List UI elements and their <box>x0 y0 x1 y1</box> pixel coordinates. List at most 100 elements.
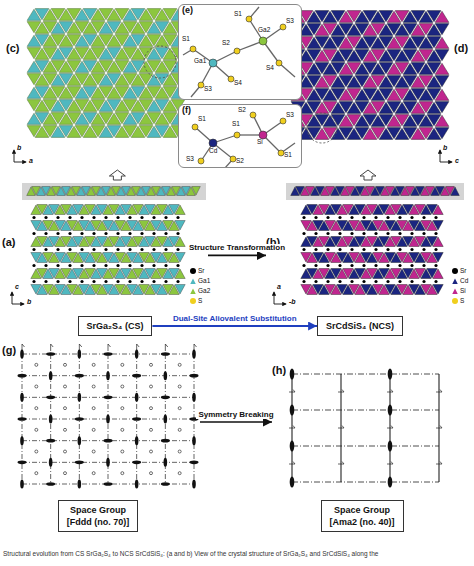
sr-atom <box>386 248 389 251</box>
sr-atom <box>116 232 119 235</box>
hollow-arrow <box>109 170 125 180</box>
space-group-box: Space Group[Ama2 (no. 40)] <box>321 500 404 532</box>
inversion-center <box>178 407 181 410</box>
atom <box>198 158 204 164</box>
twofold-axis <box>104 482 113 486</box>
tetrahedron <box>435 102 449 113</box>
sr-atom <box>176 264 179 267</box>
tetrahedron <box>435 24 449 35</box>
crystal-structure <box>12 205 185 305</box>
tetrahedron <box>433 237 443 247</box>
space-group-name: [Ama2 (no. 40)] <box>330 516 395 528</box>
panel-label: (h) <box>272 364 286 376</box>
tetrahedron <box>433 221 443 231</box>
sr-atom <box>302 248 305 251</box>
sr-atom <box>338 232 341 235</box>
symmetry-panel: Space Group[Fddd (no. 70)] (g) <box>2 342 200 542</box>
sr-atom <box>80 248 83 251</box>
inversion-center <box>178 385 181 388</box>
sr-atom <box>104 264 107 267</box>
tetrahedron <box>435 11 449 22</box>
glide-plane <box>292 482 439 483</box>
glide-plane <box>292 446 439 447</box>
sr-atom <box>92 280 95 283</box>
sr-atom <box>68 248 71 251</box>
sr-atom <box>326 280 329 283</box>
sr-atom <box>410 280 413 283</box>
strip-band <box>22 183 206 200</box>
sr-atom <box>374 232 377 235</box>
twofold-axis <box>192 393 196 402</box>
sr-atom <box>398 280 401 283</box>
twofold-axis <box>290 405 295 416</box>
screw-axis-mark <box>289 390 295 393</box>
twofold-axis <box>290 441 295 452</box>
axis-label: a <box>277 283 281 290</box>
twofold-axis <box>18 461 27 465</box>
twofold-axis <box>164 371 168 380</box>
sr-atom <box>68 280 71 283</box>
twofold-axis <box>135 350 139 359</box>
screw-axis-mark <box>436 462 442 465</box>
inversion-center <box>121 363 124 366</box>
legend-swatch <box>452 268 458 274</box>
sr-atom <box>314 264 317 267</box>
sr-atom <box>128 264 131 267</box>
sr-atom <box>422 232 425 235</box>
strip-band <box>286 183 464 200</box>
sr-atom <box>374 264 377 267</box>
twofold-axis <box>78 480 82 489</box>
tetrahedron <box>435 89 449 100</box>
atom-label: S3 <box>186 156 194 163</box>
twofold-axis <box>192 350 196 359</box>
projection-strip <box>22 183 206 200</box>
twofold-axis <box>135 393 139 402</box>
sr-atom <box>362 264 365 267</box>
space-group-box: Space Group[Fddd (no. 70)] <box>58 500 139 532</box>
atom-label: S1 <box>284 152 292 159</box>
sr-atom <box>140 248 143 251</box>
legend-entry: Ga1 <box>190 278 210 285</box>
inversion-center <box>121 472 124 475</box>
sr-atom <box>326 248 329 251</box>
inversion-center <box>64 472 67 475</box>
panel-label: (f) <box>182 106 191 116</box>
atom <box>259 37 267 45</box>
sr-atom <box>44 216 47 219</box>
sr-atom <box>338 264 341 267</box>
magnifier-circle <box>307 113 337 143</box>
screw-axis-mark <box>338 390 344 393</box>
panel-label: (d) <box>454 42 468 54</box>
screw-axis-mark <box>165 344 168 351</box>
legend-swatch <box>190 298 196 304</box>
sr-atom <box>302 280 305 283</box>
sr-atom <box>164 248 167 251</box>
sr-atom <box>410 248 413 251</box>
sr-atom <box>80 264 83 267</box>
twofold-axis <box>290 477 295 488</box>
axis-arrow <box>14 150 15 162</box>
sr-atom <box>56 280 59 283</box>
sr-atom <box>434 248 437 251</box>
sr-atom <box>140 280 143 283</box>
sr-atom <box>176 232 179 235</box>
sr-atom <box>68 216 71 219</box>
sr-atom <box>338 248 341 251</box>
panel-label: (g) <box>2 344 16 356</box>
sr-atom <box>152 232 155 235</box>
sr-atom <box>164 280 167 283</box>
twofold-axis <box>46 396 55 400</box>
legend-entry: S <box>452 298 464 305</box>
twofold-axis <box>20 436 24 445</box>
tetrahedron <box>435 50 449 61</box>
hollow-arrow <box>360 170 376 180</box>
tetrahedron <box>435 63 449 74</box>
sr-atom <box>398 232 401 235</box>
arrow-label: Structure Transformation <box>187 244 287 252</box>
legend-swatch <box>190 268 196 274</box>
atom <box>276 60 282 66</box>
sr-atom <box>104 232 107 235</box>
legend-text: Ga1 <box>198 277 210 284</box>
twofold-axis <box>75 374 84 378</box>
tetrahedron <box>433 205 443 215</box>
